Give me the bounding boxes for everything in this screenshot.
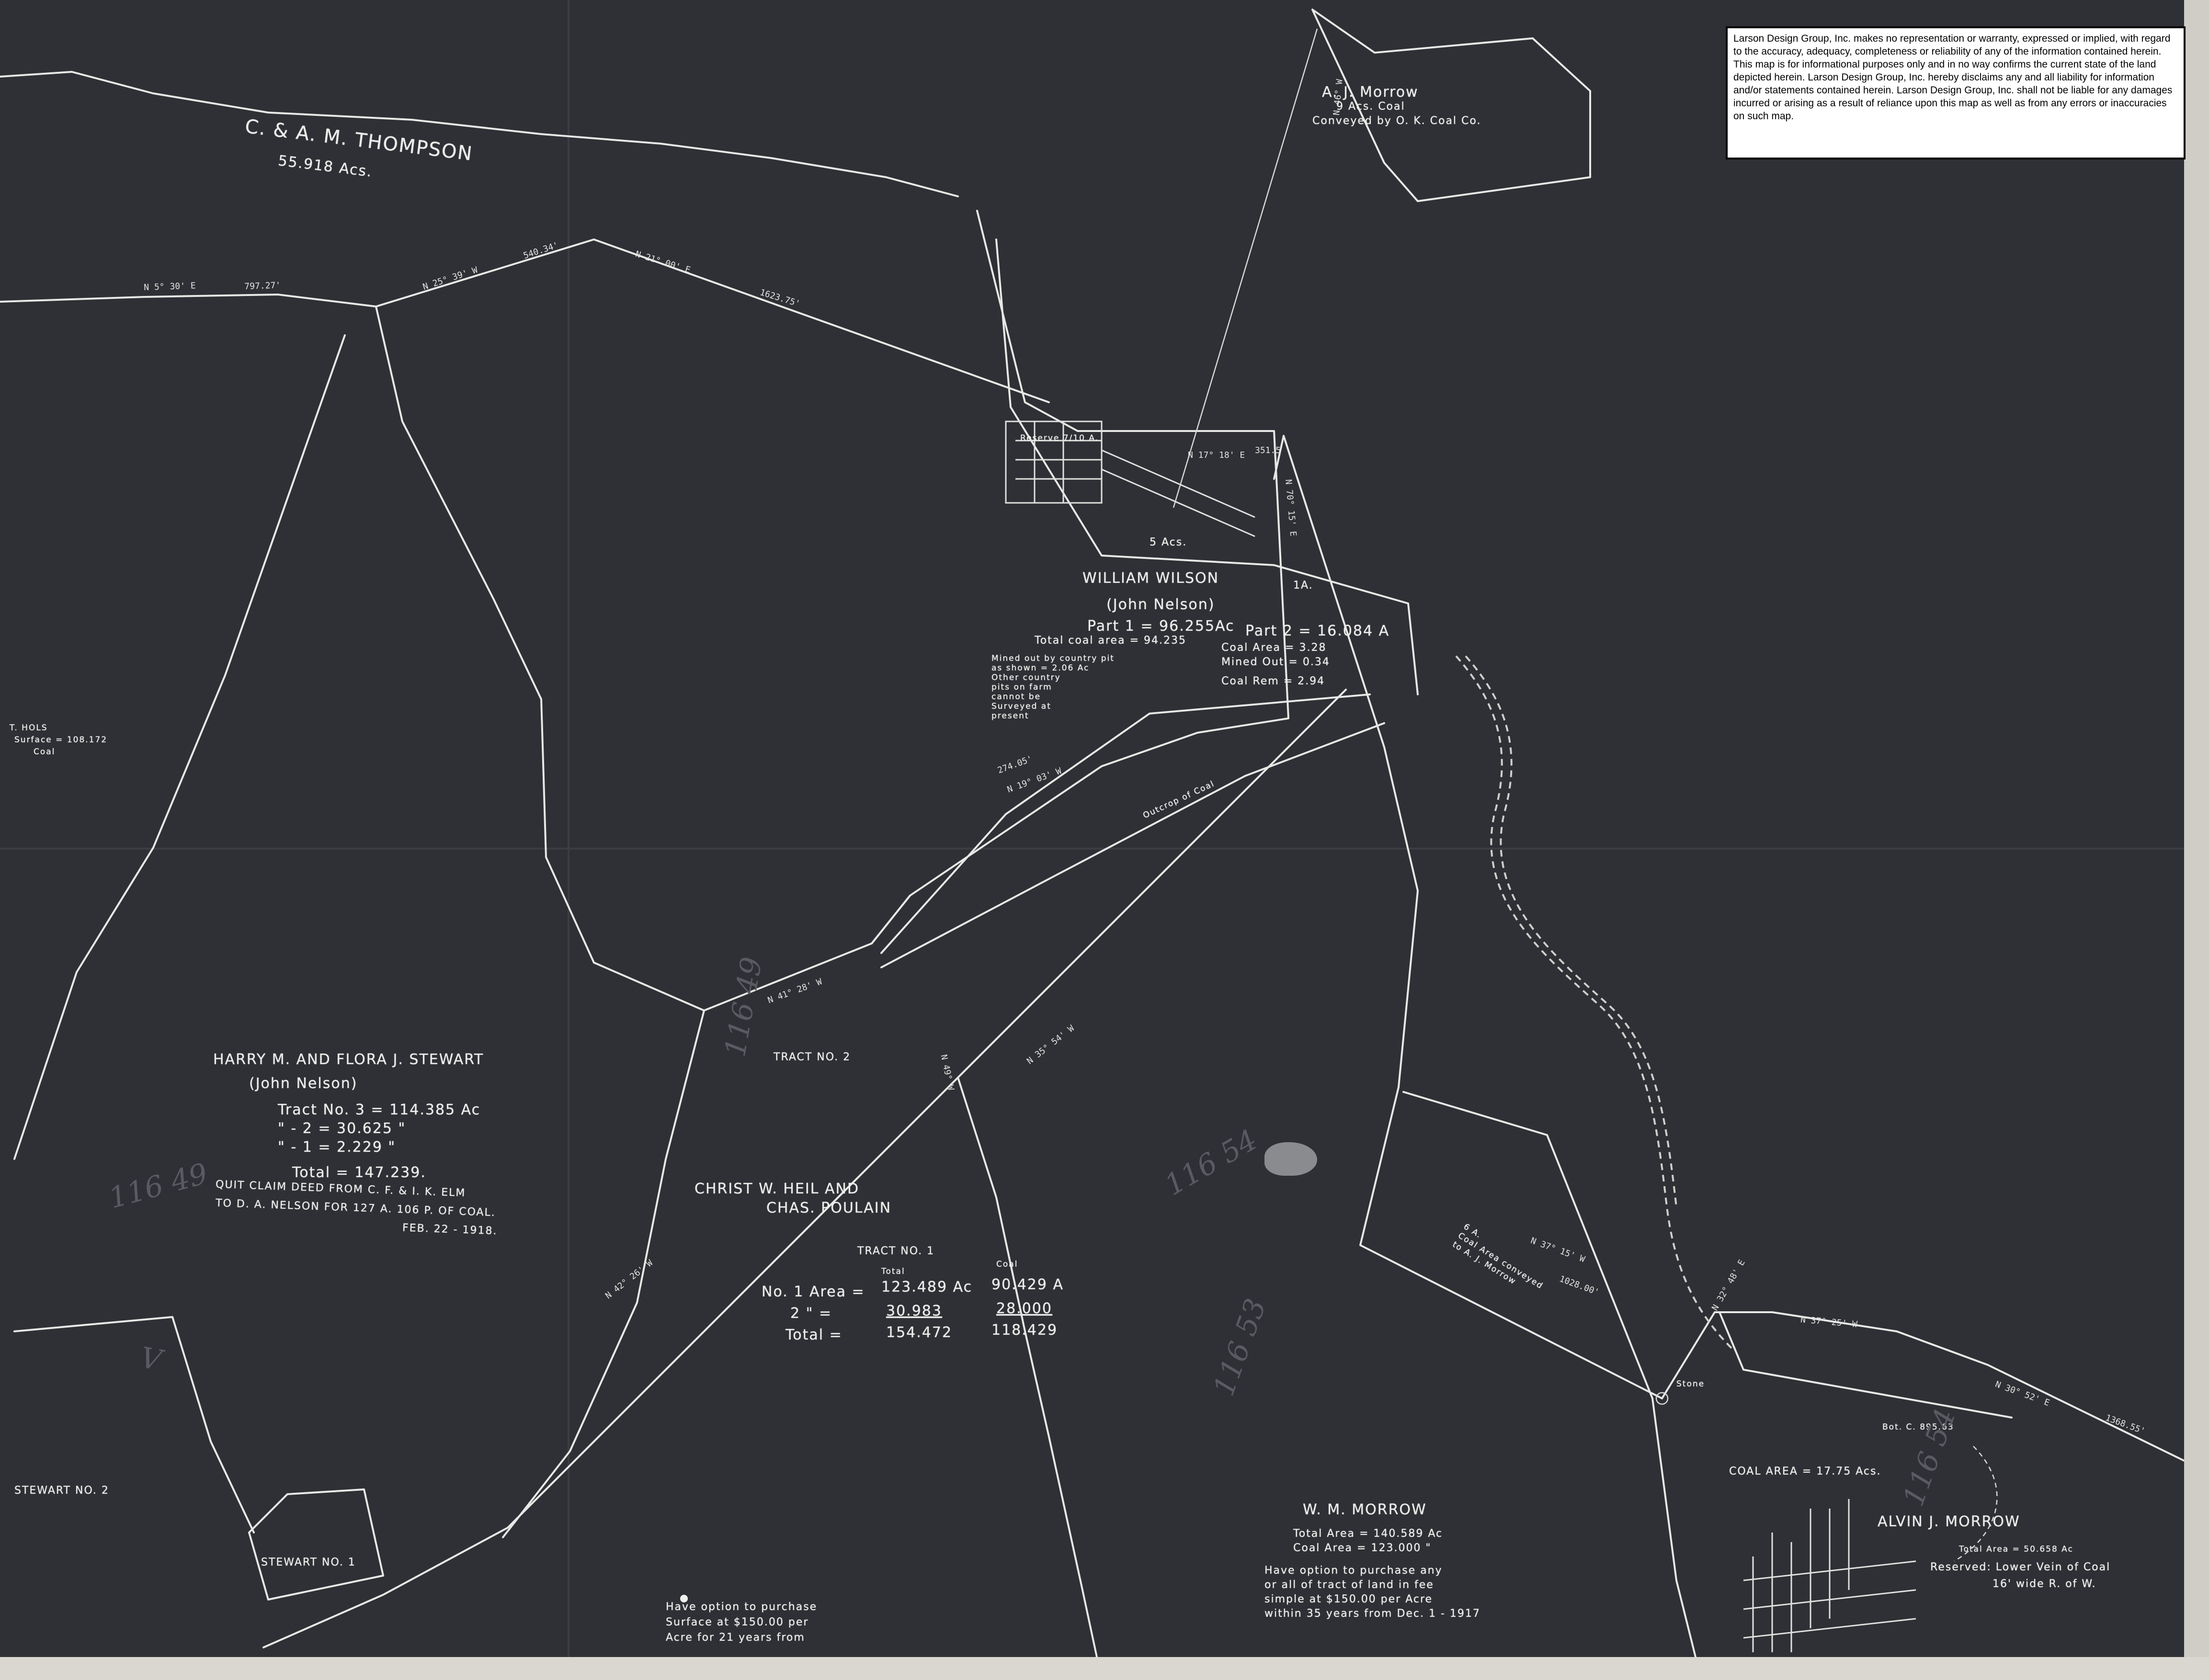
map-dot: [680, 1595, 688, 1602]
tract-line-2: [262, 689, 1347, 1648]
creek: [1455, 655, 1735, 1351]
bottom-option-note: Have option to purchase Surface at $150.…: [666, 1601, 818, 1644]
stewart-owner: HARRY M. AND FLORA J. STEWART: [213, 1051, 484, 1068]
bearing-label: 351.5: [1255, 445, 1281, 455]
wilson-p2-rem: Coal Rem = 2.94: [1221, 675, 1325, 687]
stewart-row: " - 2 = 30.625 ": [278, 1120, 406, 1137]
aj-morrow-box: [1311, 9, 1591, 202]
stewart-2-label: STEWART NO. 2: [14, 1485, 109, 1497]
paper-fold-vertical: [568, 0, 569, 1657]
wilson-coal-area: Total coal area = 94.235: [1035, 635, 1186, 647]
bearing-label: N 17° 18' E: [1188, 450, 1245, 460]
heil-col-total: Total: [881, 1267, 905, 1276]
mine-workings-wilson: [1005, 420, 1255, 537]
wilson-north: [871, 210, 1289, 944]
paper-fold-horizontal: [0, 848, 2203, 850]
wm-morrow-total: Total Area = 140.589 Ac: [1293, 1528, 1443, 1540]
heil-owner-1: CHRIST W. HEIL AND: [695, 1181, 860, 1197]
stewart-total-row: Total = 147.239.: [292, 1164, 426, 1181]
tie-line: [1173, 28, 1318, 508]
paper-edge-right: [2184, 0, 2209, 1680]
stewart-row: Tract No. 3 = 114.385 Ac: [278, 1101, 481, 1118]
bot-c-label: Bot. C. 895.63: [1882, 1422, 1954, 1432]
wilson-reserve: Reserve 7/10 A.: [1020, 433, 1099, 443]
alvin-inner: [1719, 1311, 2013, 1419]
stewart-boundary: [375, 306, 911, 1011]
aj-morrow-area: 9 Acs. Coal: [1336, 101, 1405, 113]
wilson-part2: Part 2 = 16.084 A: [1245, 623, 1390, 639]
mine-workings-morrow: [1743, 1499, 1916, 1652]
disclaimer-text: Larson Design Group, Inc. makes no repre…: [1733, 33, 2173, 122]
tract-line-3: [957, 1077, 1098, 1658]
tract-2-label: TRACT NO. 2: [774, 1051, 851, 1063]
wilson-inner: [995, 238, 1419, 695]
heil-row1-label: No. 1 Area =: [762, 1283, 865, 1300]
stewart-row: " - 1 = 2.229 ": [278, 1139, 396, 1156]
wilson-p2-coal: Coal Area = 3.28: [1221, 642, 1327, 654]
wilson-five-acre: 5 Acs.: [1150, 536, 1187, 548]
heil-row1-total: 123.489 Ac: [881, 1279, 973, 1295]
heil-tract-label: TRACT NO. 1: [857, 1245, 935, 1257]
thompson-north-line: [0, 71, 959, 197]
heil-row2-label: 2 " =: [790, 1305, 832, 1322]
thompson-south-line: [0, 238, 1050, 403]
west-line: [13, 334, 346, 1160]
wilson-mined-note: Mined out by country pit as shown = 2.06…: [991, 654, 1115, 721]
stewart-prior: (John Nelson): [249, 1075, 358, 1092]
wilson-part2: [1273, 435, 1663, 1399]
wm-morrow-owner: W. M. MORROW: [1303, 1501, 1427, 1518]
wilson-p2-mined: Mined Out = 0.34: [1221, 656, 1330, 668]
aj-morrow-owner: A. J. Morrow: [1322, 84, 1419, 101]
left-edge-name: T. HOLS: [10, 723, 48, 733]
tract-line-1: [502, 1010, 705, 1538]
coal-strip-b: [880, 722, 1385, 968]
bearing-label: N 5° 30' E: [144, 281, 196, 293]
morrow-west: [1402, 1091, 1697, 1658]
heil-row1-coal: 90.429 A: [991, 1276, 1064, 1293]
stone-label: Stone: [1676, 1379, 1705, 1389]
wilson-part1: Part 1 = 96.255Ac: [1087, 618, 1235, 635]
stewart-1-label: STEWART NO. 1: [261, 1556, 356, 1568]
wilson-one-acre: 1A.: [1293, 579, 1313, 591]
stewart-2-line: [13, 1316, 255, 1533]
left-edge-coal: Coal: [34, 747, 56, 757]
heil-col-coal: Coal: [996, 1260, 1018, 1269]
alvin-row: 16' wide R. of W.: [1993, 1578, 2096, 1590]
corner-stone: [1655, 1392, 1669, 1405]
wm-morrow-option: Have option to purchase any or all of tr…: [1264, 1565, 1480, 1620]
disclaimer-box: Larson Design Group, Inc. makes no repre…: [1726, 26, 2186, 159]
heil-owner-2: CHAS. POULAIN: [766, 1200, 892, 1216]
paper-stain: [1264, 1142, 1317, 1176]
alvin-reserved: Reserved: Lower Vein of Coal: [1930, 1561, 2111, 1573]
wilson-owner: WILLIAM WILSON: [1082, 570, 1219, 587]
heil-row3-coal: 118.429: [991, 1322, 1058, 1339]
stewart-1-box: [248, 1488, 384, 1601]
bearing-label: 797.27': [244, 280, 281, 292]
heil-row3-total: 154.472: [886, 1324, 953, 1341]
alvin-coal-area: COAL AREA = 17.75 Acs.: [1729, 1465, 1881, 1477]
heil-row3-label: Total =: [786, 1327, 843, 1343]
heil-row2-total: 30.983: [886, 1303, 942, 1319]
dashed-curve: [1954, 1446, 1998, 1562]
alvin-total-area: Total Area = 50.658 Ac: [1959, 1544, 2073, 1554]
aj-morrow-note: Conveyed by O. K. Coal Co.: [1312, 115, 1481, 127]
alvin-morrow-owner: ALVIN J. MORROW: [1878, 1513, 2020, 1530]
wilson-prior: (John Nelson): [1106, 596, 1215, 613]
left-edge-note: Surface = 108.172: [14, 735, 108, 745]
heil-row2-coal: 28.000: [996, 1300, 1052, 1317]
road: [1465, 655, 1677, 1207]
paper-edge-bottom: [0, 1657, 2209, 1680]
stewart-area-table: Tract No. 3 = 114.385 Ac " - 2 = 30.625 …: [278, 1101, 480, 1181]
wm-morrow-coal: Coal Area = 123.000 ": [1293, 1542, 1432, 1554]
morrow-north: [1661, 1311, 2185, 1462]
coal-strip-a: [880, 693, 1371, 954]
